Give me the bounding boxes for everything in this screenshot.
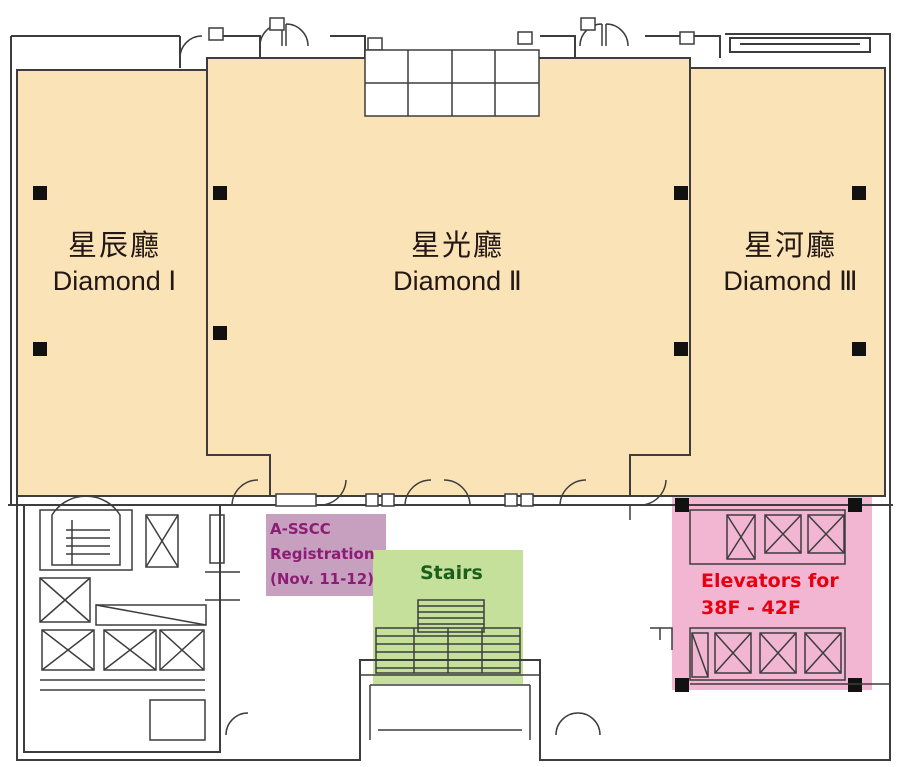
hall-diamond-3: [629, 67, 886, 497]
registration-label: A-SSCC Registration (Nov. 11-12): [270, 517, 375, 592]
hall-name-en: Diamond Ⅰ: [52, 266, 177, 296]
registration-line: A-SSCC: [270, 520, 331, 538]
elevators-line: Elevators for: [701, 570, 839, 592]
elevators-label: Elevators for 38F - 42F: [701, 568, 839, 622]
elevator-zone: [672, 496, 872, 690]
registration-zone: [266, 514, 386, 596]
registration-line: Registration: [270, 545, 375, 563]
hall-name-en: Diamond Ⅲ: [723, 266, 858, 296]
hall-name-en: Diamond Ⅱ: [393, 266, 522, 296]
hall-label-diamond-1: 星辰廳 Diamond Ⅰ: [32, 228, 197, 300]
staircase: [360, 599, 540, 740]
hall-name-zh: 星辰廳: [67, 228, 161, 262]
elevators-line: 38F - 42F: [701, 597, 801, 619]
registration-line: (Nov. 11-12): [270, 570, 375, 588]
hall-name-zh: 星光廳: [410, 228, 504, 262]
hall-label-diamond-3: 星河廳 Diamond Ⅲ: [703, 228, 878, 300]
stairs-label: Stairs: [420, 562, 483, 584]
elevator-bank: [629, 505, 890, 685]
hall-name-zh: 星河廳: [743, 228, 837, 262]
structural-columns: [33, 186, 866, 692]
hall-label-diamond-2: 星光廳 Diamond Ⅱ: [370, 228, 545, 300]
skylight-grid: [364, 49, 540, 117]
